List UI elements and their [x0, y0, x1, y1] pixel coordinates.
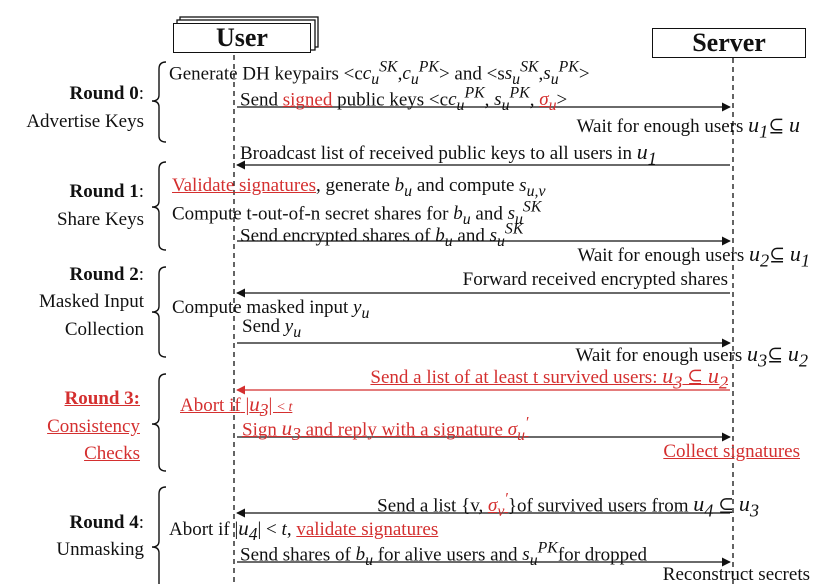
r2-wait: Wait for enough users u3⊆ u2	[575, 341, 808, 371]
round-4-desc: Unmasking	[56, 539, 144, 560]
round-0-desc: Advertise Keys	[26, 111, 144, 132]
round-1-label: Round 1:	[69, 181, 144, 202]
r1-wait: Wait for enough users u2⊆ u1	[577, 241, 810, 271]
r1-send-encrypted: Send encrypted shares of bu and suSK	[240, 221, 524, 251]
r4-abort: Abort if |u4| < t, validate signatures	[169, 516, 439, 545]
r0-send-public-keys: Send signed public keys <ccuPK, suPK, σu…	[240, 85, 568, 115]
round-1-desc: Share Keys	[56, 209, 144, 230]
bracket-round-1	[151, 161, 167, 251]
round-2-label: Round 2:	[69, 264, 144, 285]
round-0-label: Round 0:	[69, 83, 144, 104]
round-3-desc-line1: Consistency	[47, 416, 140, 437]
r0-generate-keypairs: Generate DH keypairs <ccuSK,cuPK> and <s…	[169, 59, 590, 89]
r2-compute-masked: Compute masked input yu	[172, 297, 370, 322]
bracket-round-4	[151, 486, 167, 584]
server-actor: Server	[652, 28, 806, 58]
bracket-round-2	[151, 266, 167, 358]
r3-send-list: Send a list of at least t survived users…	[370, 363, 728, 393]
round-3-desc-line2: Checks	[84, 443, 140, 464]
r1-compute-shares: Compute t-out-of-n secret shares for bu …	[172, 199, 542, 229]
round-brackets	[151, 61, 167, 584]
r3-collect: Collect signatures	[663, 441, 800, 462]
r3-sign: Sign u3 and reply with a signature σu′	[242, 415, 529, 445]
r4-send-shares: Send shares of bu for alive users and su…	[240, 540, 648, 570]
r1-validate: Validate signatures, generate bu and com…	[172, 175, 546, 200]
bracket-round-3	[151, 373, 167, 472]
round-2-desc-line1: Masked Input	[38, 291, 144, 312]
round-3-label: Round 3:	[64, 388, 141, 409]
round-2-desc-line2: Collection	[64, 319, 144, 340]
r4-send-list: Send a list {v, σv′}of survived users fr…	[377, 491, 759, 521]
r0-wait: Wait for enough users u1⊆ u	[576, 112, 800, 142]
r2-send: Send yu	[242, 316, 302, 341]
bracket-round-0	[151, 61, 167, 143]
user-actor: User	[173, 23, 311, 53]
r1-broadcast: Broadcast list of received public keys t…	[240, 139, 657, 169]
round-4-label: Round 4:	[69, 512, 144, 533]
r2-forward: Forward received encrypted shares	[462, 269, 728, 290]
r4-reconstruct: Reconstruct secrets	[662, 564, 810, 585]
r3-abort: Abort if |u3| < t	[180, 392, 293, 421]
